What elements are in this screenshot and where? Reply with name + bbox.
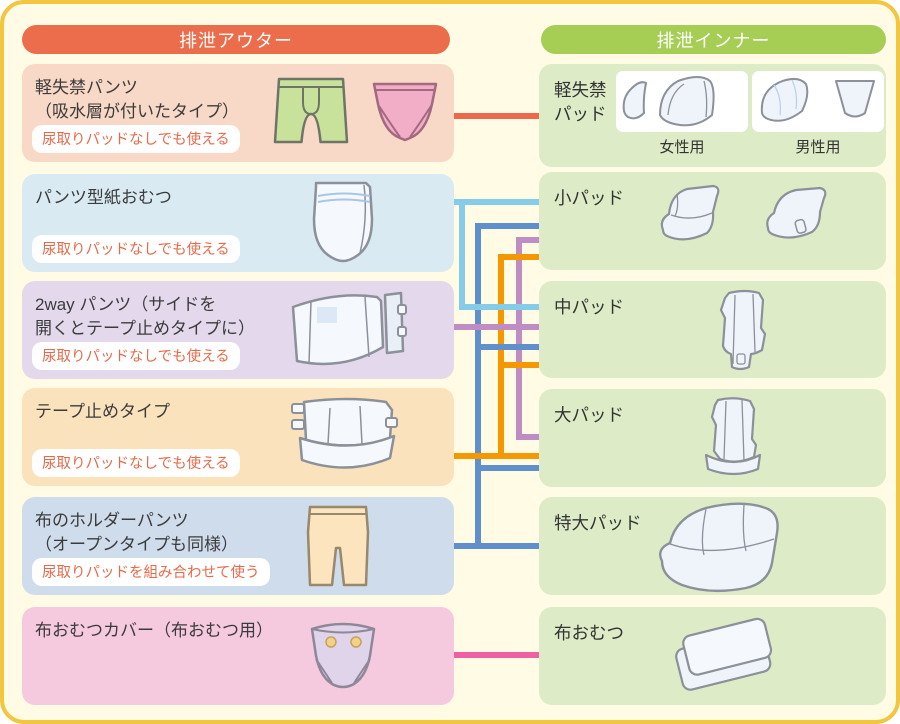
usage-note-badge: 尿取りパッドなしでも使える (32, 235, 240, 263)
connector-segment-purple (516, 434, 539, 440)
outer-item-pull-up-paper-diaper: パンツ型紙おむつ 尿取りパッドなしでも使える (22, 174, 454, 272)
inner-item-label: 軽失禁 パッド (554, 80, 607, 125)
pull-up-diaper-illustration (304, 179, 382, 267)
outer-item-title: 布のホルダーパンツ （オープンタイプも同様） (35, 511, 238, 554)
female-pads-illustration (616, 71, 748, 132)
outer-item-cloth-holder-pants: 布のホルダーパンツ （オープンタイプも同様） 尿取りパッドを組み合わせて使う (22, 497, 454, 595)
outer-item-tape-type: テープ止めタイプ 尿取りパッドなしでも使える (22, 388, 454, 486)
usage-note-badge: 尿取りパッドなしでも使える (32, 449, 240, 477)
outer-item-two-way-pants: 2way パンツ（サイドを 開くとテープ止めタイプに） 尿取りパッドなしでも使え… (22, 281, 454, 379)
male-pads-label: 男性用 (795, 139, 841, 156)
small-pad-illustration (762, 184, 842, 246)
outer-item-title: 布おむつカバー（布おむつ用） (35, 621, 273, 640)
connector-segment-blue (475, 223, 539, 229)
connector-segment-orange (498, 254, 539, 260)
inner-item-medium-pad: 中パッド (539, 281, 886, 378)
inner-column-header-label: 排泄インナー (656, 30, 771, 51)
connector-segment-pink (454, 652, 539, 658)
inner-item-extra-large-pad: 特大パッド (539, 497, 886, 595)
inner-item-light-incontinence-pad: 軽失禁 パッド 女性用 男性用 (539, 64, 886, 167)
medium-pad-illustration (707, 288, 779, 372)
outer-column-header: 排泄アウター (22, 25, 450, 54)
connector-segment-red (454, 113, 539, 119)
folded-cloth-diaper-illustration (669, 615, 777, 695)
usage-note-badge: 尿取りパッドなしでも使える (32, 125, 240, 153)
female-pads-box (616, 71, 748, 132)
extra-large-pad-illustration (654, 499, 784, 594)
outer-item-title: 軽失禁パンツ （吸水層が付いたタイプ） (35, 78, 239, 121)
diaper-cover-illustration (304, 613, 382, 699)
large-pad-illustration (692, 395, 774, 481)
two-way-diaper-illustration (285, 287, 407, 375)
inner-item-label: 布おむつ (554, 623, 624, 643)
male-pads-box (752, 71, 884, 132)
outer-item-title: テープ止めタイプ (35, 402, 170, 421)
connector-segment-orange (498, 362, 539, 368)
inner-item-label: 小パッド (554, 188, 624, 208)
outer-column-header-label: 排泄アウター (179, 30, 293, 51)
connector-segment-lightblue (459, 304, 539, 310)
connector-segment-blue (475, 344, 539, 350)
male-pads-illustration (752, 71, 884, 132)
inner-item-label: 中パッド (554, 297, 624, 317)
briefs-illustration (370, 80, 440, 146)
inner-item-label: 大パッド (554, 405, 624, 425)
outer-item-light-incontinence-pants: 軽失禁パンツ （吸水層が付いたタイプ） 尿取りパッドなしでも使える (22, 64, 454, 162)
inner-column-header: 排泄インナー (541, 25, 886, 54)
tape-diaper-illustration (290, 396, 398, 480)
outer-item-title: 2way パンツ（サイドを 開くとテープ止めタイプに） (35, 295, 255, 338)
outer-item-title: パンツ型紙おむつ (35, 188, 172, 207)
connector-segment-blue (454, 543, 539, 549)
usage-note-badge: 尿取りパッドを組み合わせて使う (32, 558, 270, 586)
connector-segment-blue (475, 223, 481, 549)
female-pads-label: 女性用 (659, 139, 705, 156)
boxer-briefs-illustration (272, 74, 350, 154)
inner-item-label: 特大パッド (554, 513, 642, 533)
connector-segment-purple (516, 237, 522, 440)
connector-segment-orange (454, 453, 539, 459)
connector-segment-orange (498, 254, 504, 459)
holder-pants-illustration (304, 502, 372, 590)
usage-note-badge: 尿取りパッドなしでも使える (32, 342, 240, 370)
connector-segment-lightblue (454, 199, 539, 205)
connector-segment-purple (516, 237, 539, 243)
connector-segment-lightblue (459, 199, 465, 310)
inner-item-small-pad: 小パッド (539, 172, 886, 270)
inner-item-cloth-diaper: 布おむつ (539, 607, 886, 705)
outer-item-cloth-diaper-cover: 布おむつカバー（布おむつ用） (22, 607, 454, 705)
small-pad-illustration (657, 182, 737, 248)
inner-item-large-pad: 大パッド (539, 389, 886, 487)
connector-segment-purple (454, 324, 539, 330)
connector-segment-blue (475, 465, 539, 471)
